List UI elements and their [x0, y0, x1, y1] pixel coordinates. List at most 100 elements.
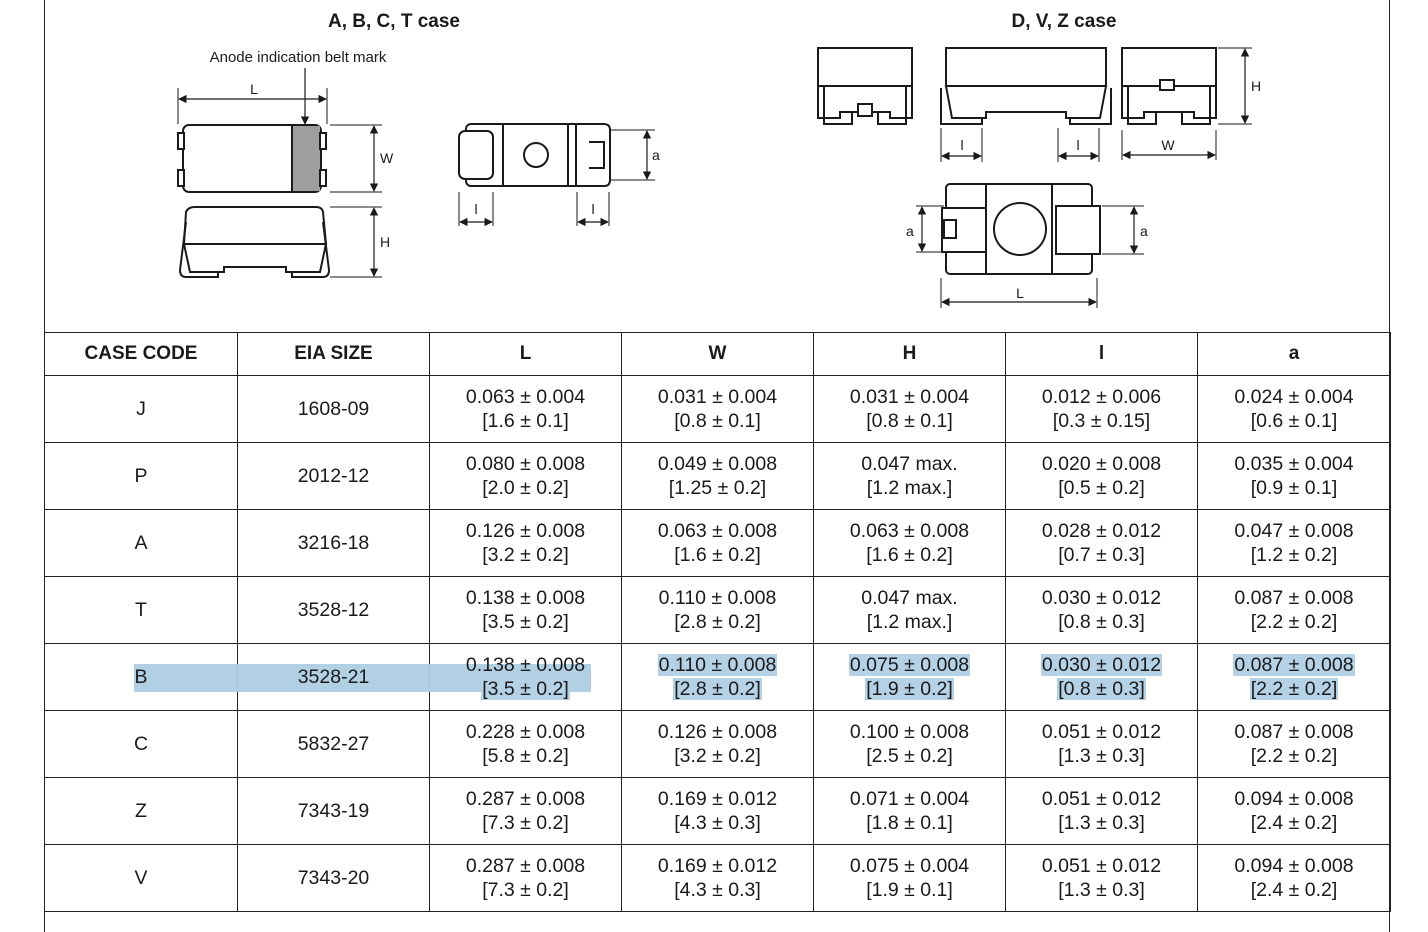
dimension-cell: 0.100 ± 0.008[2.5 ± 0.2] — [813, 710, 1006, 778]
eia-size-text: 1608-09 — [297, 398, 370, 420]
dimension-cell: 0.110 ± 0.008[2.8 ± 0.2] — [621, 643, 814, 711]
value-text: [1.2 ± 0.2] — [1250, 544, 1338, 566]
column-header: L — [429, 332, 622, 376]
value-text: 0.031 ± 0.004 — [657, 386, 778, 408]
dim-label-H-right: H — [1251, 78, 1261, 94]
mm-value: [4.3 ± 0.3] — [622, 878, 813, 902]
dimension-cell: 0.063 ± 0.008[1.6 ± 0.2] — [813, 509, 1006, 577]
value-text: 0.047 ± 0.008 — [1234, 520, 1354, 542]
value-text: [0.3 ± 0.15] — [1052, 410, 1151, 432]
value-text: 0.030 ± 0.012 — [1040, 654, 1163, 676]
value-text: [1.6 ± 0.1] — [482, 410, 569, 432]
value-text: 0.049 ± 0.008 — [657, 453, 778, 475]
value-text: [7.3 ± 0.2] — [482, 879, 569, 901]
value-text: 0.047 max. — [861, 453, 958, 475]
value-text: [0.6 ± 0.1] — [1250, 410, 1338, 432]
value-text: 0.087 ± 0.008 — [1233, 654, 1355, 676]
inch-value: 0.169 ± 0.012 — [622, 787, 813, 811]
case-dimension-figure: A, B, C, T case D, V, Z case Anode indic… — [177, 11, 1261, 308]
mm-value: [2.0 ± 0.2] — [430, 476, 621, 500]
dimension-cell: 0.063 ± 0.004[1.6 ± 0.1] — [429, 375, 622, 443]
case-code-text: P — [134, 465, 148, 487]
eia-size-cell: 1608-09 — [237, 375, 430, 443]
case-code-text: Z — [135, 800, 147, 822]
mm-value: [1.9 ± 0.2] — [814, 677, 1005, 701]
case-code-cell: T — [44, 576, 238, 644]
mm-value: [1.3 ± 0.3] — [1006, 811, 1197, 835]
column-header: W — [621, 332, 814, 376]
inch-value: 0.110 ± 0.008 — [622, 586, 813, 610]
dimension-cell: 0.051 ± 0.012[1.3 ± 0.3] — [1005, 777, 1198, 845]
inch-value: 0.110 ± 0.008 — [622, 653, 813, 677]
inch-value: 0.287 ± 0.008 — [430, 854, 621, 878]
value-text: [1.2 max.] — [866, 477, 953, 499]
dim-label-W-right: W — [1161, 137, 1175, 153]
dimension-cell: 0.063 ± 0.008[1.6 ± 0.2] — [621, 509, 814, 577]
value-text: 0.071 ± 0.004 — [849, 788, 970, 810]
value-text: 0.138 ± 0.008 — [465, 654, 586, 676]
inch-value: 0.075 ± 0.008 — [814, 653, 1005, 677]
inch-value: 0.047 max. — [814, 586, 1005, 610]
mm-value: [2.4 ± 0.2] — [1198, 811, 1390, 835]
value-text: [3.5 ± 0.2] — [481, 678, 570, 700]
inch-value: 0.051 ± 0.012 — [1006, 720, 1197, 744]
dimension-cell: 0.169 ± 0.012[4.3 ± 0.3] — [621, 777, 814, 845]
value-text: 0.028 ± 0.012 — [1041, 520, 1162, 542]
eia-size-text: 3216-18 — [297, 532, 370, 554]
value-text: [4.3 ± 0.3] — [674, 879, 761, 901]
mm-value: [2.8 ± 0.2] — [622, 610, 813, 634]
abct-bottom-view — [458, 123, 611, 187]
value-text: [0.8 ± 0.1] — [866, 410, 953, 432]
dim-label-L: L — [250, 81, 258, 97]
value-text: [2.2 ± 0.2] — [1250, 611, 1338, 633]
value-text: 0.075 ± 0.008 — [848, 654, 971, 676]
value-text: [2.2 ± 0.2] — [1249, 678, 1339, 700]
dim-label-l-right-1: l — [960, 137, 963, 153]
value-text: 0.020 ± 0.008 — [1041, 453, 1162, 475]
inch-value: 0.080 ± 0.008 — [430, 452, 621, 476]
value-text: 0.110 ± 0.008 — [658, 587, 777, 609]
dimension-cell: 0.094 ± 0.008[2.4 ± 0.2] — [1197, 777, 1391, 845]
dimension-cell: 0.031 ± 0.004[0.8 ± 0.1] — [813, 375, 1006, 443]
value-text: 0.012 ± 0.006 — [1041, 386, 1162, 408]
mm-value: [1.2 max.] — [814, 476, 1005, 500]
dimension-cell: 0.035 ± 0.004[0.9 ± 0.1] — [1197, 442, 1391, 510]
value-text: 0.031 ± 0.004 — [849, 386, 970, 408]
dvz-bottom-view — [941, 183, 1101, 275]
value-text: 0.126 ± 0.008 — [465, 520, 586, 542]
value-text: [0.8 ± 0.3] — [1057, 678, 1146, 700]
value-text: [0.5 ± 0.2] — [1058, 477, 1145, 499]
case-code-cell: P — [44, 442, 238, 510]
value-text: [1.9 ± 0.1] — [866, 879, 953, 901]
case-code-text: V — [134, 867, 148, 889]
table-row[interactable]: J 1608-09 0.063 ± 0.004[1.6 ± 0.1] 0.031 ± … — [44, 375, 1391, 443]
abct-side-view — [178, 206, 331, 278]
value-text: 0.087 ± 0.008 — [1234, 721, 1354, 743]
inch-value: 0.138 ± 0.008 — [430, 586, 621, 610]
eia-size-text: 7343-19 — [297, 800, 370, 822]
dimension-cell: 0.169 ± 0.012[4.3 ± 0.3] — [621, 844, 814, 912]
value-text: 0.087 ± 0.008 — [1234, 587, 1354, 609]
mm-value: [0.8 ± 0.3] — [1006, 677, 1197, 701]
dvz-end-view-left — [817, 47, 913, 125]
value-text: 0.287 ± 0.008 — [465, 788, 586, 810]
value-text: [2.8 ± 0.2] — [673, 678, 762, 700]
mm-value: [2.4 ± 0.2] — [1198, 878, 1390, 902]
value-text: [1.3 ± 0.3] — [1058, 812, 1145, 834]
case-code-cell: A — [44, 509, 238, 577]
dimension-cell: 0.020 ± 0.008[0.5 ± 0.2] — [1005, 442, 1198, 510]
value-text: [1.3 ± 0.3] — [1058, 879, 1145, 901]
inch-value: 0.094 ± 0.008 — [1198, 787, 1390, 811]
value-text: 0.051 ± 0.012 — [1041, 855, 1162, 877]
eia-size-text: 5832-27 — [297, 733, 370, 755]
mm-value: [3.5 ± 0.2] — [430, 677, 621, 701]
case-code-cell: J — [44, 375, 238, 443]
inch-value: 0.049 ± 0.008 — [622, 452, 813, 476]
